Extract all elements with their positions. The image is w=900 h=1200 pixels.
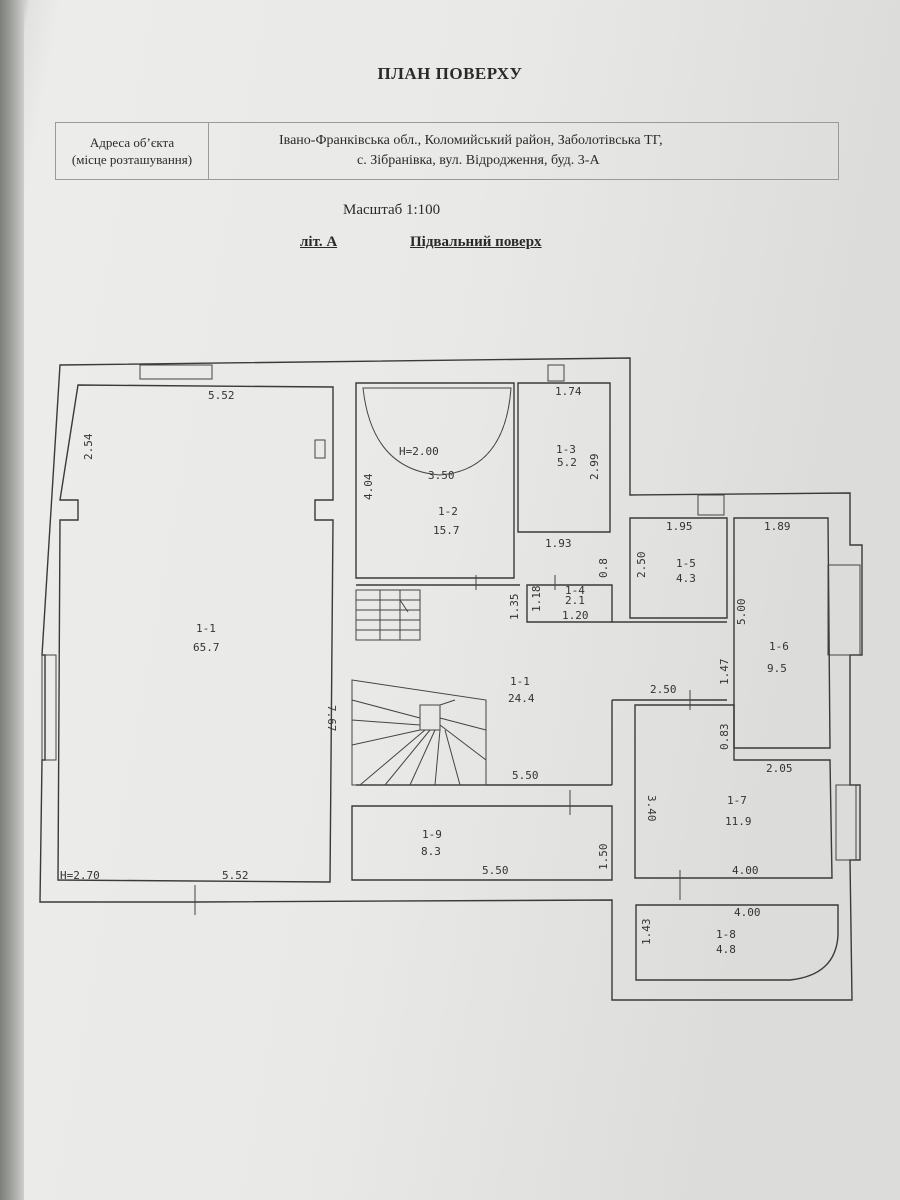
pool bbox=[362, 387, 512, 476]
dim-label: 4.00 bbox=[734, 906, 761, 919]
room-number: 1-8 bbox=[716, 928, 736, 941]
room-1-8 bbox=[635, 904, 839, 981]
corridor-walls bbox=[356, 584, 727, 786]
page-binding-edge bbox=[0, 0, 24, 1200]
window-left bbox=[41, 654, 57, 761]
dim-label: 5.00 bbox=[735, 599, 748, 626]
room-number: 1-3 bbox=[556, 443, 576, 456]
dim-label: 1.95 bbox=[666, 520, 693, 533]
dim-label: 2.54 bbox=[82, 433, 95, 460]
height-label: H=2.00 bbox=[399, 445, 439, 458]
room-1-3 bbox=[517, 382, 611, 533]
dim-label: 1.93 bbox=[545, 537, 572, 550]
dim-label: 4.00 bbox=[732, 864, 759, 877]
dim-label: 1.50 bbox=[597, 844, 610, 871]
window-1-5 bbox=[697, 494, 725, 516]
floor-name: Підвальний поверх bbox=[410, 234, 542, 250]
dim-label: 5.52 bbox=[208, 389, 235, 402]
niche bbox=[314, 439, 326, 459]
room-area: 5.2 bbox=[557, 456, 577, 469]
room-area: 2.1 bbox=[565, 594, 585, 607]
dim-label: 2.05 bbox=[766, 762, 793, 775]
dim-label: 2.50 bbox=[650, 683, 677, 696]
room-1-7 bbox=[634, 704, 833, 879]
room-number: 1-9 bbox=[422, 828, 442, 841]
liter-label: літ. А bbox=[300, 234, 338, 250]
stair-upper bbox=[355, 589, 421, 641]
address-label: Адреса об’єкта bbox=[89, 135, 175, 150]
address-label-note: (місце розташування) bbox=[71, 152, 193, 167]
room-area: 24.4 bbox=[508, 692, 535, 705]
dim-label: 1.18 bbox=[530, 586, 543, 613]
room-area: 11.9 bbox=[725, 815, 752, 828]
room-area: 4.3 bbox=[676, 572, 696, 585]
window-1-7 bbox=[835, 784, 857, 861]
room-1-6 bbox=[733, 517, 831, 749]
room-number: 1-2 bbox=[438, 505, 458, 518]
dim-label: 3.40 bbox=[645, 795, 658, 822]
dim-label: 1.20 bbox=[562, 609, 589, 622]
dim-label: 5.50 bbox=[512, 769, 539, 782]
room-number: 1-7 bbox=[727, 794, 747, 807]
dim-label: 1.43 bbox=[640, 919, 653, 946]
room-area: 4.8 bbox=[716, 943, 736, 956]
address-line-2: с. Зібранівка, вул. Відродження, буд. 3-… bbox=[357, 153, 600, 168]
dim-label: 7.67 bbox=[325, 705, 338, 732]
address-line-1: Івано-Франківська обл., Коломийський рай… bbox=[279, 133, 663, 148]
window-top bbox=[139, 364, 213, 380]
dim-label: 2.50 bbox=[635, 552, 648, 579]
room-area: 15.7 bbox=[433, 524, 460, 537]
room-1-9 bbox=[351, 805, 613, 881]
window-small bbox=[547, 364, 565, 382]
room-number: 1-5 bbox=[676, 557, 696, 570]
room-1-5 bbox=[629, 517, 728, 619]
room-1-1-large bbox=[57, 384, 334, 883]
room-area: 9.5 bbox=[767, 662, 787, 675]
scale-label: Масштаб 1:100 bbox=[343, 202, 441, 218]
dim-label: 3.50 bbox=[428, 469, 455, 482]
dim-label: 4.04 bbox=[362, 473, 375, 500]
dim-label: 1.47 bbox=[718, 659, 731, 686]
window-1-6 bbox=[827, 564, 861, 656]
dim-label: 5.52 bbox=[222, 869, 249, 882]
room-number: 1-6 bbox=[769, 640, 789, 653]
dim-label: 2.99 bbox=[588, 454, 601, 481]
dim-label: 5.50 bbox=[482, 864, 509, 877]
dim-label: 0.83 bbox=[718, 724, 731, 751]
dim-label: 1.89 bbox=[764, 520, 791, 533]
address-value-cell: Івано-Франківська обл., Коломийський рай… bbox=[208, 122, 839, 180]
address-table: Адреса об’єкта (місце розташування) Іван… bbox=[55, 122, 839, 180]
dim-label: 1.74 bbox=[555, 385, 582, 398]
room-1-2 bbox=[355, 382, 515, 579]
height-label: H=2.70 bbox=[60, 869, 100, 882]
stair-spiral bbox=[351, 679, 487, 786]
dim-label: 0.8 bbox=[597, 558, 610, 578]
outer-wall bbox=[39, 357, 863, 1001]
room-number: 1-1 bbox=[510, 675, 530, 688]
dim-label: 1.35 bbox=[508, 594, 521, 621]
room-area: 8.3 bbox=[421, 845, 441, 858]
door-marks bbox=[194, 575, 691, 915]
room-area: 65.7 bbox=[193, 641, 220, 654]
page-title: ПЛАН ПОВЕРХУ bbox=[377, 64, 523, 83]
room-number: 1-1 bbox=[196, 622, 216, 635]
room-number: 1-4 bbox=[565, 584, 585, 597]
